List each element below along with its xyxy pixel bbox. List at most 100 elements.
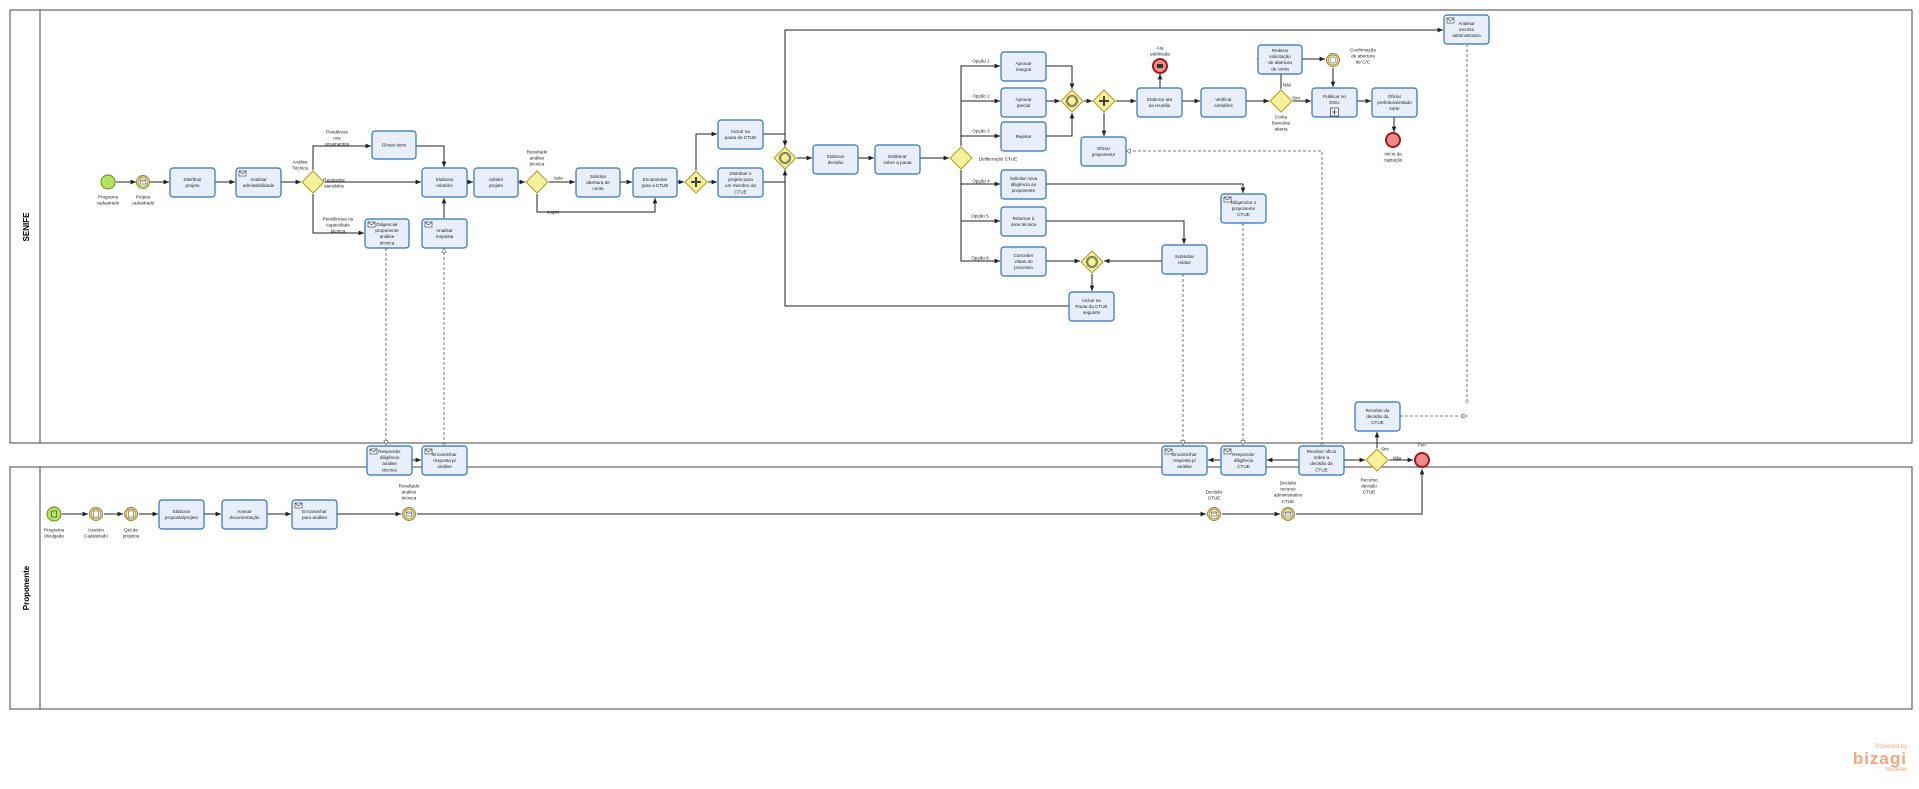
sequence-flow [960,170,1000,264]
sequence-flow [1296,469,1425,515]
gateway-par1 [684,170,708,194]
task-rejeitar[interactable]: Rejeitar [1000,121,1047,152]
timer-icon [1329,56,1337,64]
envelope-icon [1446,17,1455,24]
sequence-flow [536,194,658,213]
subprocess-plus-icon [1330,107,1339,117]
gateway-event [773,146,797,170]
task-glosar[interactable]: Glosar itens [371,130,417,160]
envelope-icon [1223,448,1232,455]
envelope-icon [367,221,376,228]
gateway-label: Deliberação CTUE [979,157,1017,162]
envelope-icon [405,511,413,517]
envelope-icon [369,448,378,455]
gateway-merge2 [1080,250,1104,274]
envelope-icon [424,448,433,455]
envelope-icon [1284,511,1292,517]
document-icon [128,510,134,518]
event-gateway-icon [1086,256,1098,268]
message-flow [1126,151,1322,445]
flow-label-sim2: Sim [1381,447,1389,452]
pool-label-proponente: Proponente [22,565,31,610]
gateway-delib: Deliberação CTUE [949,146,1017,170]
sequence-flow [1046,65,1075,89]
envelope-icon [424,221,433,228]
envelope-icon [294,502,303,509]
event-gateway-icon [779,152,791,164]
sequence-flow [1046,113,1075,137]
flow-label-nao2: Não [1393,456,1402,461]
event-label: Fim [1418,443,1426,448]
watermark-powered: Powered by [1875,744,1907,750]
event-gateway-icon [1066,95,1078,107]
flow-label-op2: Opção 2 [972,94,990,99]
sequence-flow [312,143,371,170]
flow-label-sim: Sim [1292,96,1300,101]
